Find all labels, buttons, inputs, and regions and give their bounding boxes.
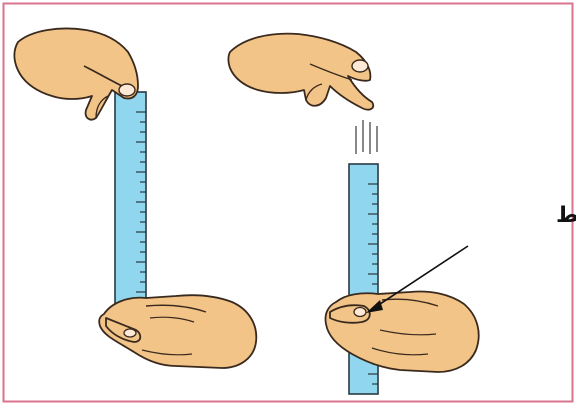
left-ruler [115,92,146,318]
catch-point-label: نقطة الألتقاط [556,200,576,228]
